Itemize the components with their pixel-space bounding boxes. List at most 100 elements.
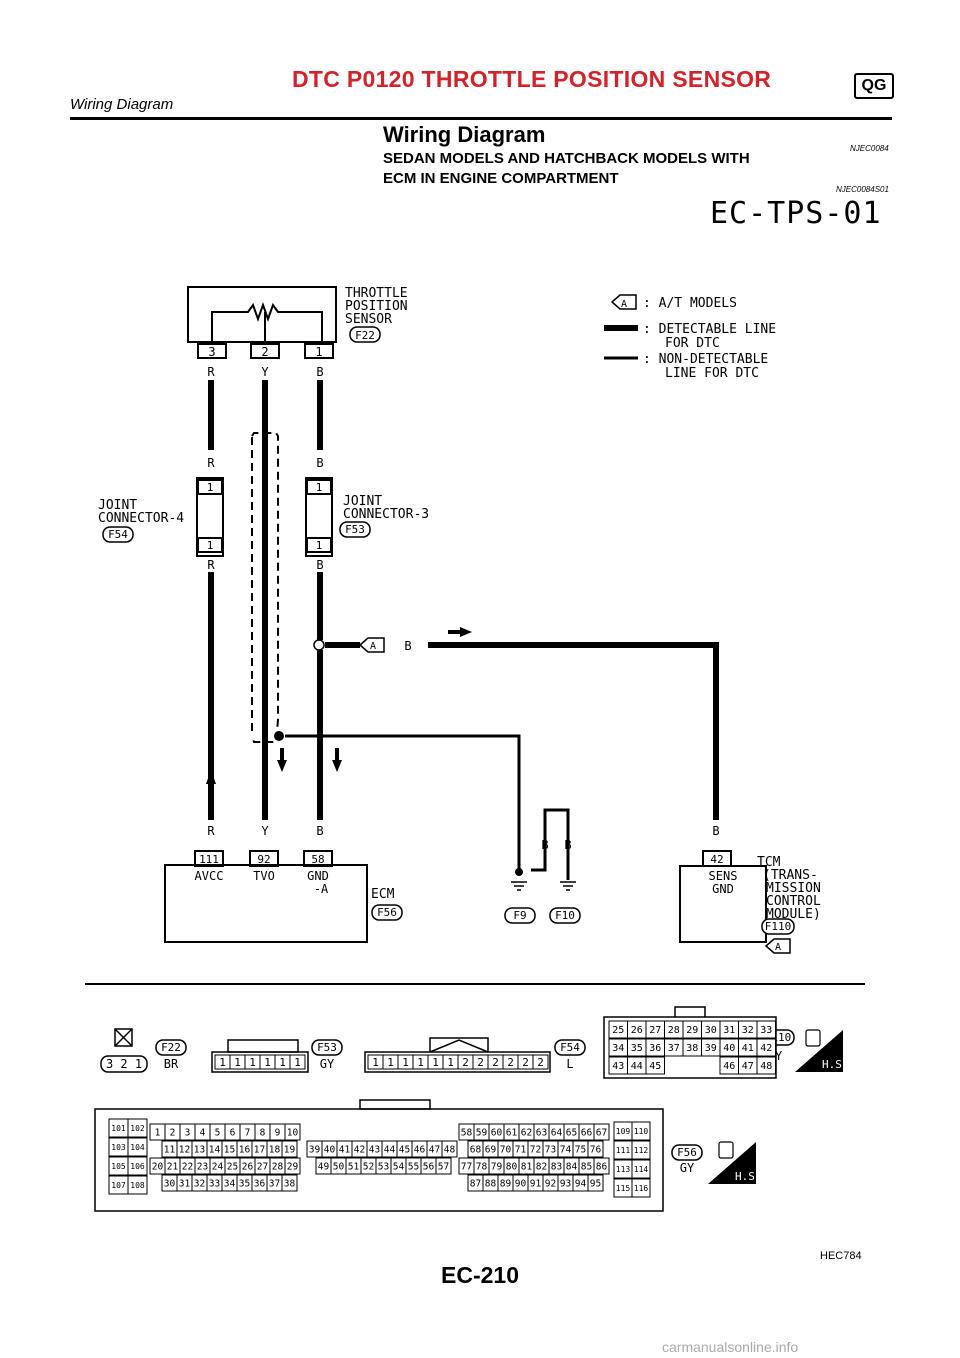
- f56-pin-48: 48: [444, 1144, 456, 1155]
- throttle-sensor-box: [187, 286, 337, 343]
- f56-pin-22: 22: [182, 1161, 193, 1172]
- f56-pin-108: 108: [130, 1181, 145, 1190]
- sensor-label-1: THROTTLE: [345, 286, 408, 301]
- f56-pin-36: 36: [254, 1178, 266, 1189]
- f56-pin-104-cell: [127, 1137, 148, 1157]
- f56-pin-104: 104: [130, 1143, 145, 1152]
- f56-pin-39: 39: [309, 1144, 321, 1155]
- f56-pin-78: 78: [476, 1161, 488, 1172]
- figure-code: HEC784: [820, 1250, 862, 1262]
- f56-pin-33: 33: [209, 1178, 220, 1189]
- f56-pin-107: 107: [111, 1181, 126, 1190]
- f54-pin-2: 2: [462, 1056, 469, 1069]
- f56-pin-67-cell: [593, 1123, 610, 1141]
- f54-pin-2: 2: [537, 1056, 544, 1069]
- f56-pin-114-cell: [631, 1159, 651, 1179]
- f56-pin-75: 75: [575, 1144, 586, 1155]
- f110-pin-34: 34: [612, 1043, 624, 1054]
- f56-pin-55: 55: [408, 1161, 419, 1172]
- f56-pin-110: 110: [634, 1127, 649, 1136]
- f54-pin-2: 2: [477, 1056, 484, 1069]
- f56-pin-93: 93: [560, 1178, 571, 1189]
- ecm-pin-58-box: [303, 850, 333, 867]
- f54-pin-1: 1: [372, 1056, 379, 1069]
- f56-pin-25: 25: [227, 1161, 238, 1172]
- wire-color-b-ground-1: B: [541, 838, 548, 852]
- f110-pin-43: 43: [612, 1061, 624, 1072]
- f56-pin-35: 35: [239, 1178, 250, 1189]
- ecm-terminal-avcc: AVCC: [195, 869, 224, 883]
- f110-pin-41: 41: [742, 1043, 754, 1054]
- f56-pin-95-cell: [587, 1174, 604, 1192]
- f53-pin-1: 1: [219, 1056, 226, 1069]
- ecm-terminal-gnd-a: -A: [314, 882, 329, 896]
- f56-pin-81: 81: [521, 1161, 533, 1172]
- sensor-label-3: SENSOR: [345, 312, 392, 327]
- sensor-label-2: POSITION: [345, 299, 408, 314]
- f56-pin-51: 51: [348, 1161, 360, 1172]
- f53-pin-1: 1: [249, 1056, 256, 1069]
- f110-pin-25: 25: [612, 1025, 624, 1036]
- f56-pin-47: 47: [429, 1144, 440, 1155]
- f54-pin-2: 2: [507, 1056, 514, 1069]
- section-subtitle-line-2: ECM IN ENGINE COMPARTMENT: [383, 170, 619, 187]
- f56-pin-11: 11: [164, 1144, 176, 1155]
- f56-pin-110-cell: [631, 1121, 651, 1141]
- f110-pin-31: 31: [723, 1025, 735, 1036]
- f56-pin-16: 16: [239, 1144, 251, 1155]
- f56-pin-57-cell: [435, 1157, 452, 1175]
- sensor-pin-3: 3: [208, 345, 215, 359]
- f56-pin-28: 28: [272, 1161, 284, 1172]
- tcm-at-symbol-text: A: [775, 942, 781, 953]
- at-models-symbol-text: A: [370, 641, 376, 652]
- joint4-label-1: JOINT: [98, 498, 137, 513]
- f56-pin-41: 41: [339, 1144, 351, 1155]
- hs-label-f56: H.S.: [735, 1170, 762, 1183]
- tcm-label-3: MISSION: [766, 881, 821, 896]
- f56-pin-32: 32: [194, 1178, 205, 1189]
- f110-pin-40: 40: [723, 1043, 735, 1054]
- wire-color-b-ecm: B: [316, 824, 323, 838]
- f56-pin-29: 29: [287, 1161, 299, 1172]
- wire-color-b-j3-in: B: [316, 456, 323, 470]
- joint-connector-3-body: [305, 477, 333, 557]
- f56-pin-105: 105: [111, 1162, 126, 1171]
- f56-pin-70: 70: [500, 1144, 512, 1155]
- f56-pin-26: 26: [242, 1161, 254, 1172]
- f56-pin-106: 106: [130, 1162, 145, 1171]
- joint3-label-1: JOINT: [343, 494, 382, 509]
- f56-pin-15: 15: [224, 1144, 235, 1155]
- f56-pin-82: 82: [536, 1161, 547, 1172]
- f56-pin-84: 84: [566, 1161, 578, 1172]
- f110-pin-36: 36: [649, 1043, 661, 1054]
- f56-pin-67: 67: [596, 1127, 607, 1138]
- f22-wire-color: BR: [164, 1057, 179, 1071]
- joint4-pin-top: 1: [207, 481, 214, 494]
- tcm-connector-code: F110: [765, 920, 792, 933]
- f56-pin-42: 42: [354, 1144, 365, 1155]
- joint3-label-2: CONNECTOR-3: [343, 507, 429, 522]
- f56-pin-89: 89: [500, 1178, 512, 1189]
- sensor-pin-2-box: [250, 343, 280, 359]
- f56-pin-4: 4: [200, 1127, 206, 1138]
- wire-color-b-ground-2: B: [564, 838, 571, 852]
- f56-pin-30: 30: [164, 1178, 176, 1189]
- f56-pin-114: 114: [634, 1165, 649, 1174]
- f110-pin-48: 48: [760, 1061, 772, 1072]
- f56-pin-108-cell: [127, 1175, 148, 1195]
- tcm-pin-42-box: [702, 850, 732, 867]
- tcm-label-4: CONTROL: [766, 894, 821, 909]
- sensor-pin-2: 2: [261, 345, 268, 359]
- ground-f9: F9: [513, 909, 526, 922]
- f110-pin-48-cell: [756, 1056, 776, 1075]
- f54-pin-2: 2: [522, 1056, 529, 1069]
- f53-pin-1: 1: [294, 1056, 301, 1069]
- f110-pin-29: 29: [686, 1025, 698, 1036]
- ecm-pin-58: 58: [311, 853, 324, 866]
- f56-pin-6: 6: [230, 1127, 236, 1138]
- joint4-connector-code: F54: [108, 528, 128, 541]
- f56-pin-38-cell: [281, 1174, 298, 1192]
- f56-connector-code: F56: [677, 1146, 697, 1159]
- f56-pin-73: 73: [545, 1144, 556, 1155]
- f110-pin-32: 32: [742, 1025, 754, 1036]
